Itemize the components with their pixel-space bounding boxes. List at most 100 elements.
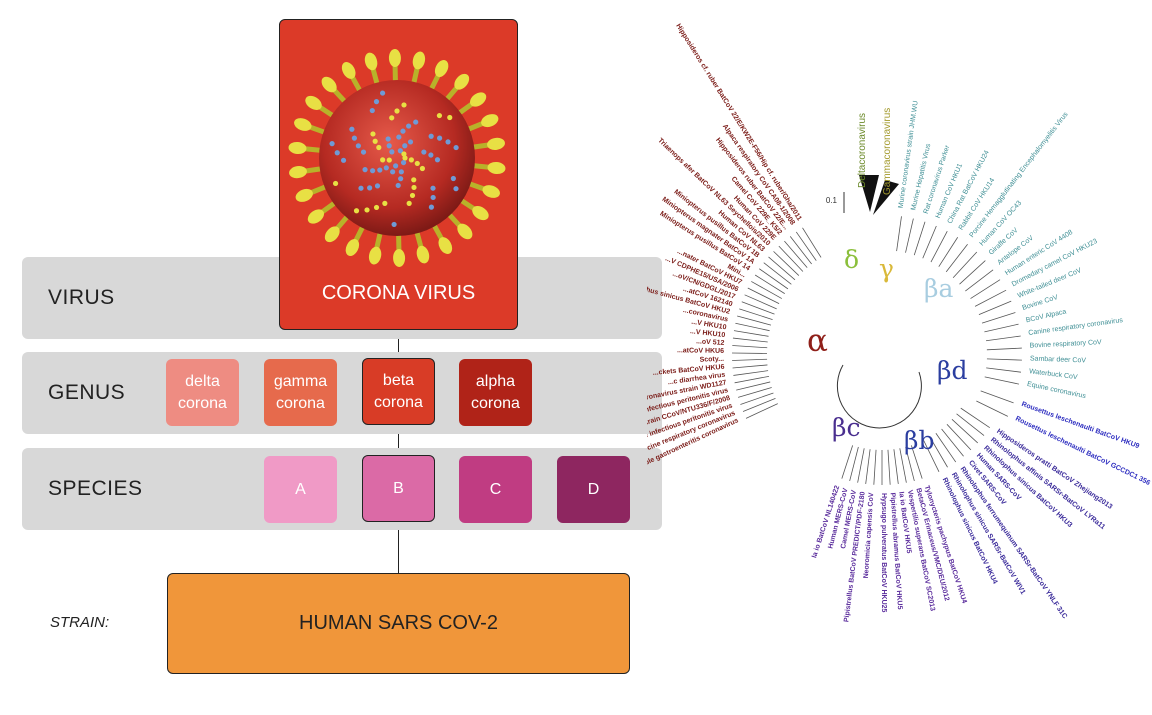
species-tile-a: A: [264, 456, 337, 523]
tree-leaf-label: Porcine Hemagglutinating Encephalomyelit…: [969, 111, 1070, 239]
clade-beta-b-symbol: βb: [904, 426, 934, 455]
tree-branch: [941, 428, 964, 457]
tree-branch: [913, 221, 926, 256]
tree-branch: [740, 392, 774, 405]
clade-beta-c-symbol: βc: [832, 413, 860, 442]
strain-level-label: STRAIN:: [50, 614, 110, 631]
connector-genus-species: [398, 425, 399, 456]
genus-tile-text: alpha: [475, 372, 516, 390]
human-sars-cov-2-box: HUMAN SARS COV-2: [167, 573, 630, 674]
tree-branch: [745, 403, 778, 419]
tree-branch: [923, 440, 940, 473]
species-level-label: SPECIES: [48, 477, 143, 500]
corona-virus-box: CORONA VIRUS: [279, 19, 518, 330]
tree-branch: [922, 225, 937, 259]
tree-branch: [751, 281, 782, 299]
tree-branch: [733, 370, 769, 376]
tree-branch: [849, 446, 859, 482]
tree-branch: [763, 262, 792, 285]
tree-branch: [970, 279, 1001, 299]
species-tile-text: B: [393, 479, 404, 497]
tree-branch: [759, 268, 789, 290]
tree-branch: [946, 424, 972, 451]
genus-tile-text: corona: [178, 394, 227, 412]
tree-branch: [736, 381, 771, 391]
clade-name-gamma: Gammacoronavirus: [882, 108, 893, 195]
genus-tile-text: corona: [374, 393, 423, 411]
genus-tile-alpha: alpha corona: [459, 359, 532, 426]
tree-branch: [742, 397, 776, 412]
species-tile-b: B: [362, 455, 435, 522]
tree-leaf-label: Bovine respiratory CoV: [1030, 339, 1103, 350]
tree-leaf-label: ...V HKU10: [690, 328, 726, 339]
tree-branch: [754, 274, 785, 294]
genus-tile-text: delta: [185, 372, 220, 390]
tree-branch: [747, 287, 780, 305]
genus-tile-text: corona: [471, 394, 520, 412]
tree-branch: [959, 260, 986, 285]
clade-alpha-symbol: α: [807, 323, 828, 359]
tree-branch: [741, 301, 775, 315]
tree-branch: [795, 231, 817, 261]
tree-branch: [985, 335, 1021, 342]
clade-name-delta: Deltacoronavirus: [857, 113, 868, 188]
tree-leaf-label: BCoV Alpaca: [1025, 308, 1067, 324]
tree-branch: [956, 413, 985, 436]
tree-branch: [986, 358, 1022, 361]
species-tile-c: C: [459, 456, 532, 523]
tree-branch: [896, 216, 902, 252]
clade-beta-a-symbol: βa: [924, 274, 953, 303]
tree-branch: [732, 358, 768, 361]
tree-branch: [733, 330, 769, 337]
tree-branch: [984, 323, 1019, 333]
tree-branch: [965, 269, 994, 292]
tree-branch: [802, 227, 822, 258]
species-tile-text: A: [295, 480, 306, 498]
tree-leaf-label: Sambar deer CoV: [1030, 355, 1087, 364]
tree-branch: [734, 375, 770, 384]
tree-branch: [952, 251, 978, 279]
genus-band: GENUS: [22, 352, 662, 434]
genus-tile-delta: delta corona: [166, 359, 239, 426]
tree-branch: [929, 436, 948, 468]
tree-branch: [865, 449, 871, 485]
tree-leaf-label: Hypsugo pulveratus BatCoV HKU25: [880, 493, 887, 613]
connector-virus-genus: [398, 330, 399, 358]
corona-virus-label: CORONA VIRUS: [321, 282, 476, 304]
species-tile-text: C: [489, 480, 502, 498]
species-band: SPECIES: [22, 448, 662, 530]
tree-branch: [978, 300, 1012, 315]
tree-branch: [986, 347, 1022, 351]
tree-branch: [905, 446, 915, 482]
connector-species-strain: [398, 522, 399, 573]
tree-leaf-label: Hipposideros cf. ruber BatCoV 22/E/KW2E-…: [674, 23, 802, 222]
scale-bar-label: 0.1: [826, 196, 838, 205]
tree-branch: [930, 230, 948, 263]
tree-branch: [980, 390, 1014, 404]
tree-branch: [893, 449, 899, 485]
phylogenetic-tree: Hipposideros cf. ruber BatCoV 22/E/KW2E-…: [647, 23, 1151, 623]
tree-branch: [960, 407, 990, 429]
tree-leaf-label: ...oV 512: [696, 338, 725, 347]
strain-box-label: HUMAN SARS COV-2: [299, 612, 498, 634]
tree-branch: [841, 445, 854, 479]
clade-delta-symbol: δ: [844, 245, 859, 274]
tree-branch: [905, 218, 914, 253]
tree-branch: [887, 449, 891, 485]
tree-branch: [732, 345, 768, 349]
tree-branch: [986, 367, 1021, 373]
species-tile-d: D: [557, 456, 630, 523]
genus-tile-beta: beta corona: [362, 358, 435, 425]
tree-branch: [739, 308, 773, 320]
genus-tile-text: beta: [382, 371, 415, 389]
tree-branch: [773, 251, 800, 276]
species-tile-text: D: [587, 480, 600, 498]
virus-level-label: VIRUS: [48, 286, 115, 309]
tree-branch: [732, 337, 768, 343]
tree-branch: [984, 376, 1020, 385]
tree-branch: [737, 315, 772, 326]
tree-branch: [945, 243, 968, 273]
tree-leaf-label: White-tailed deer CoV: [1017, 267, 1083, 300]
tree-branch: [738, 387, 772, 398]
